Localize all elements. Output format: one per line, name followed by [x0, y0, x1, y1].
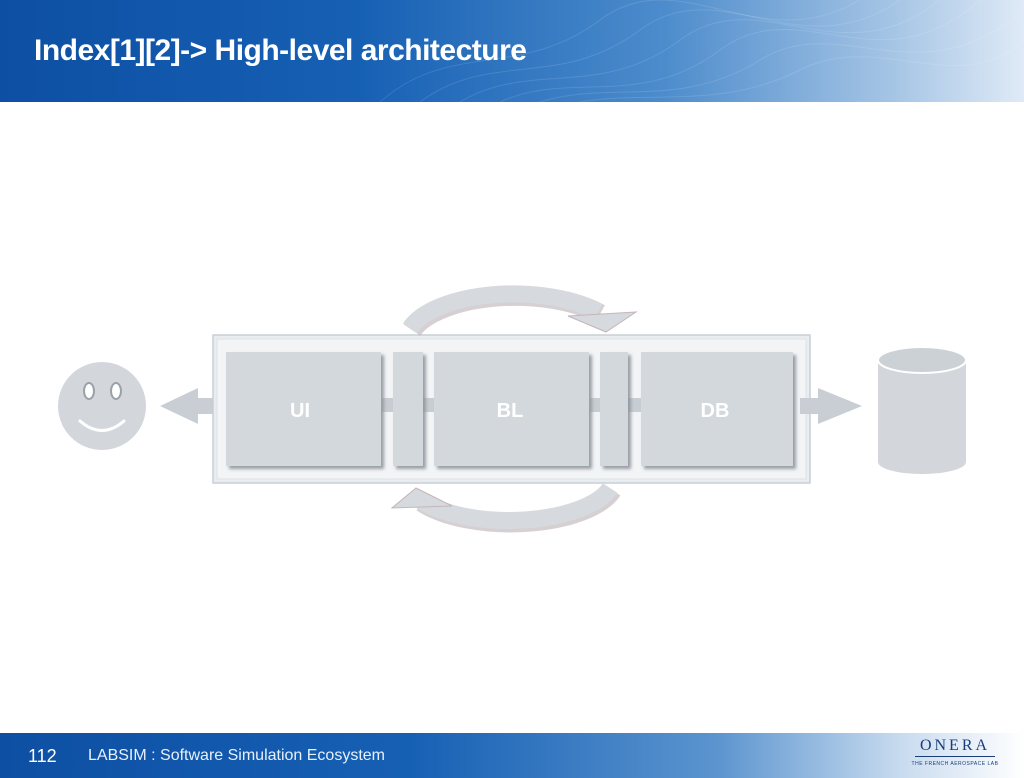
page-number: 112	[28, 746, 57, 766]
slide-header: Index[1][2]-> High-level architecture	[0, 0, 1024, 102]
right-arrow-icon	[800, 388, 862, 424]
logo-tagline: THE FRENCH AEROSPACE LAB	[911, 761, 999, 767]
onera-logo: ONERA THE FRENCH AEROSPACE LAB	[905, 735, 1005, 775]
slide-title: Index[1][2]-> High-level architecture	[34, 34, 527, 67]
database-cylinder-icon	[877, 346, 967, 474]
layer-box-bl: BL	[434, 352, 589, 466]
bottom-cycle-arrow-icon	[390, 482, 621, 533]
layer-label-bl: BL	[497, 400, 524, 422]
slide-footer: 112 LABSIM : Software Simulation Ecosyst…	[0, 733, 1024, 778]
logo-divider	[915, 756, 995, 757]
top-cycle-arrow-icon	[402, 285, 638, 337]
header-wave-pattern	[379, 0, 1024, 102]
logo-word: ONERA	[919, 737, 991, 754]
layer-box-db: DB	[641, 352, 793, 466]
layer-box-ui: UI	[226, 352, 381, 466]
layer-label-ui: UI	[290, 400, 310, 422]
footer-caption: LABSIM : Software Simulation Ecosystem	[88, 747, 385, 764]
separator-2	[600, 352, 628, 466]
layer-label-db: DB	[701, 400, 730, 422]
user-smiley-icon	[58, 362, 146, 450]
left-arrow-icon	[160, 388, 213, 424]
separator-1	[393, 352, 423, 466]
